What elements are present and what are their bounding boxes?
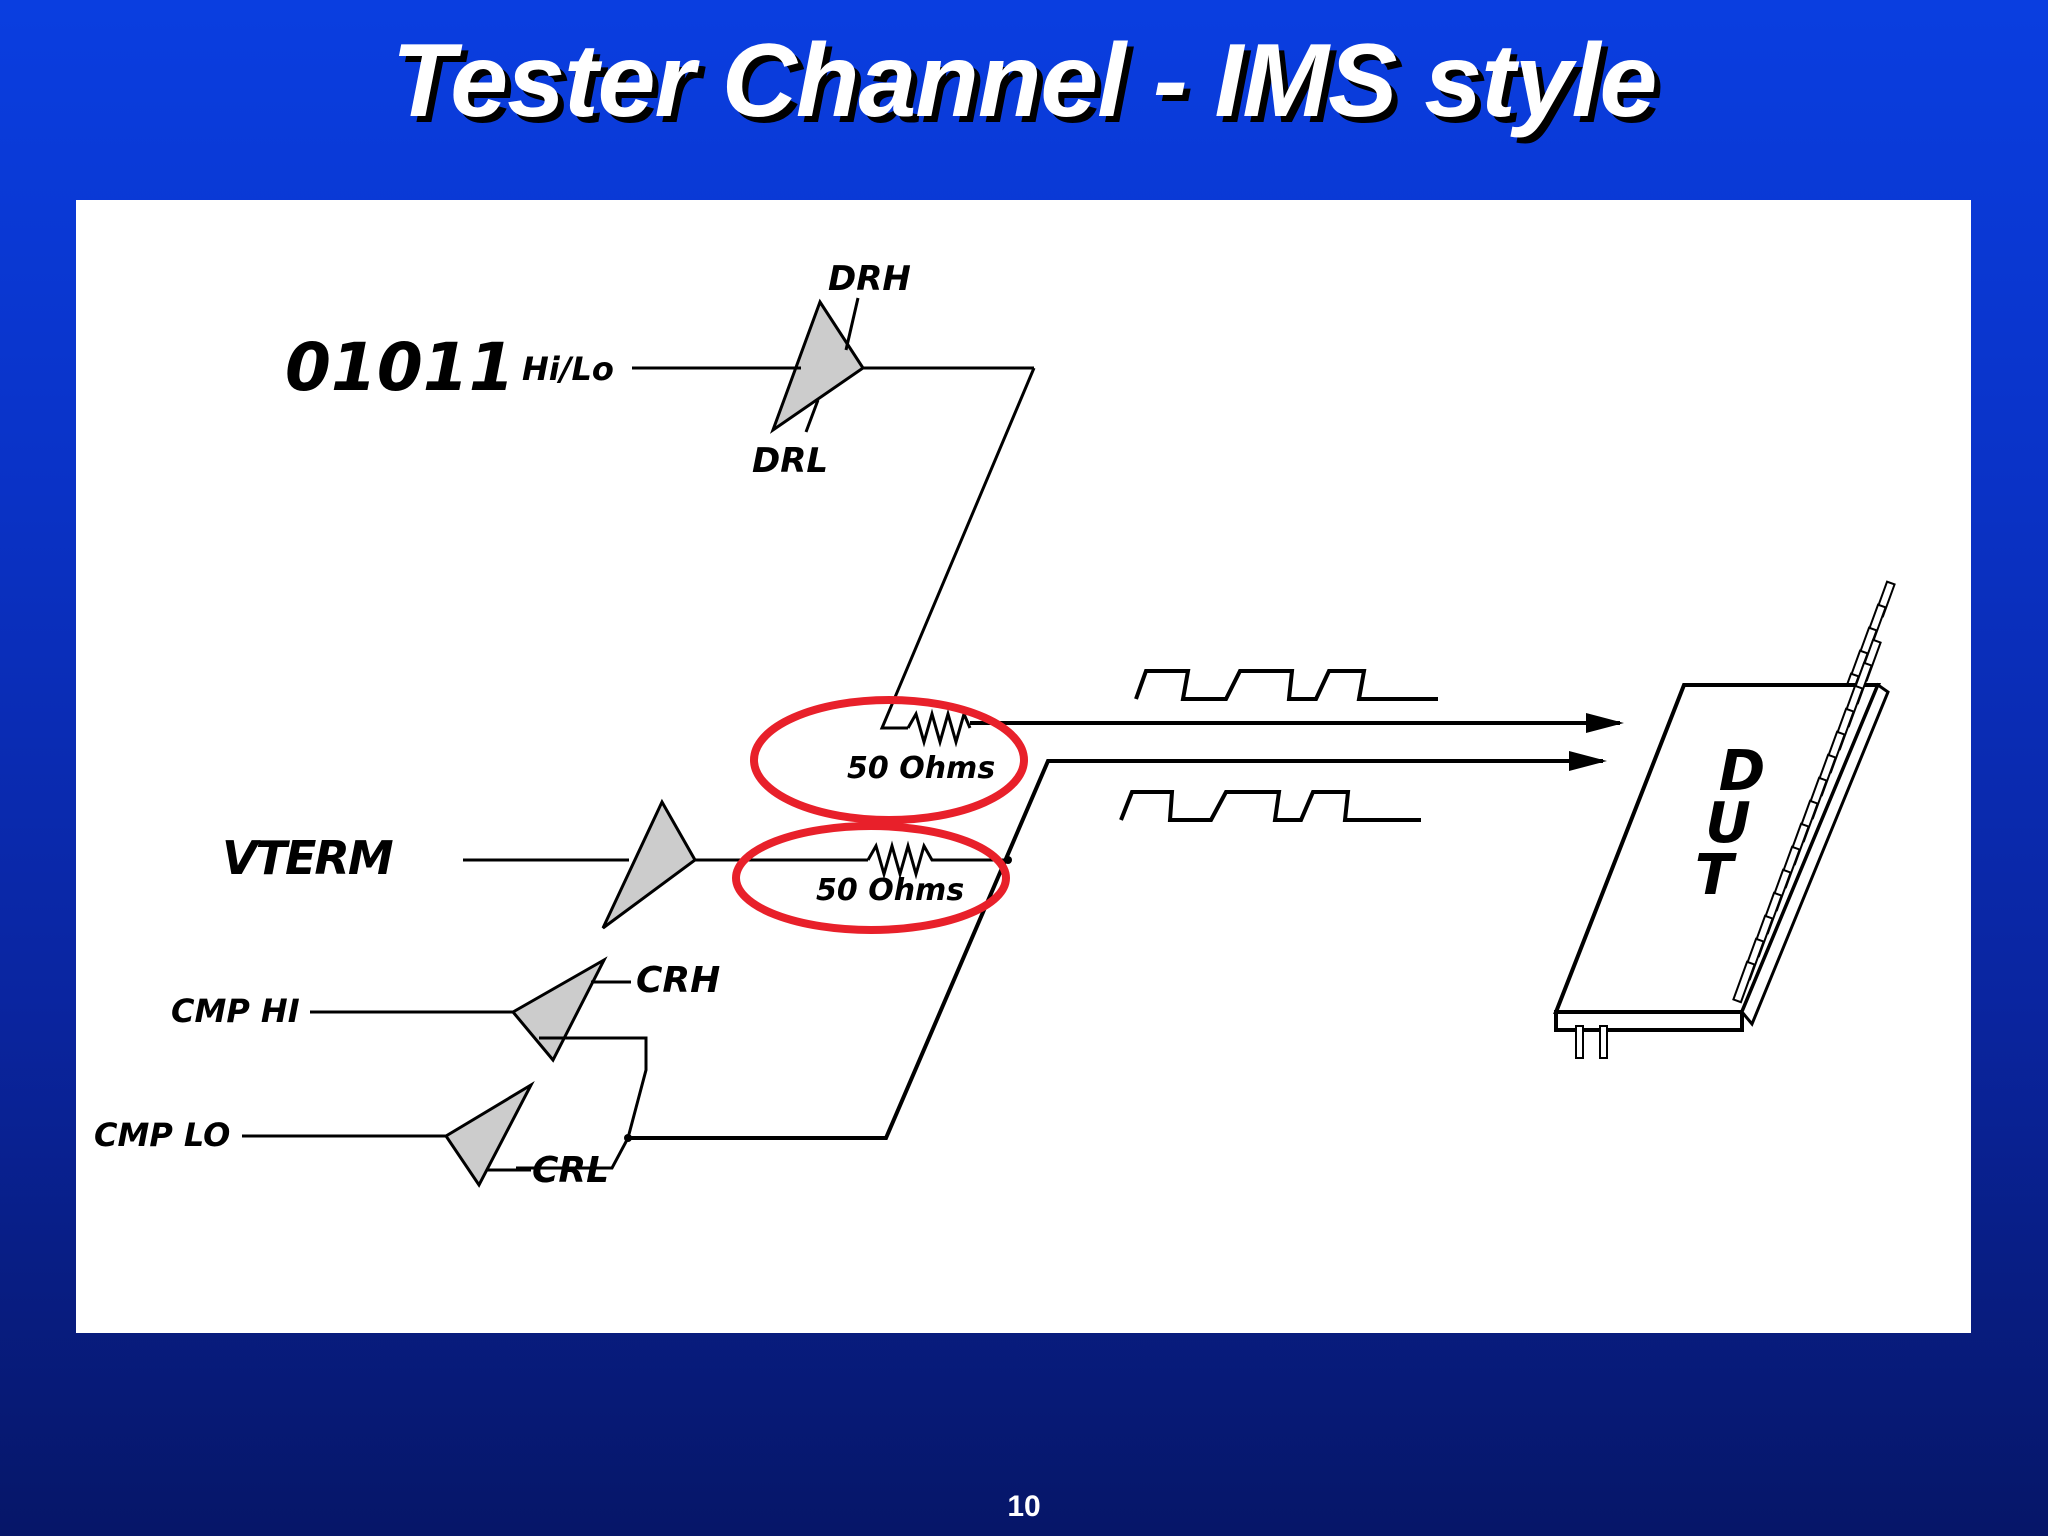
driver-path-wire bbox=[879, 367, 1036, 730]
slide-title: Tester Channel - IMS style bbox=[391, 23, 1658, 139]
comparator-low-triangle bbox=[443, 1080, 535, 1188]
dut-label-letter: U bbox=[1705, 791, 1750, 856]
vterm-junction bbox=[1004, 856, 1012, 864]
resistor-driver-label: 50 Ohms bbox=[847, 751, 995, 786]
return-path-arrow bbox=[1569, 751, 1607, 771]
highlight-ellipse-vterm bbox=[732, 822, 1010, 934]
driver-to-dut-arrow bbox=[1586, 713, 1624, 733]
diagram-panel: DRH DRL 01011 Hi/Lo 50 Ohms VTERM 50 Ohm… bbox=[76, 200, 1971, 1333]
comparator-return-wire bbox=[628, 759, 1603, 1140]
comparator-junction bbox=[624, 1134, 632, 1142]
pattern-label: 01011 bbox=[285, 329, 515, 406]
dut-pins-front bbox=[1575, 638, 1882, 1059]
drh-label: DRH bbox=[828, 259, 911, 299]
drl-ref-line bbox=[804, 399, 820, 433]
page-number: 10 bbox=[1007, 1490, 1041, 1523]
crl-label: CRL bbox=[532, 1150, 609, 1191]
output-waveform bbox=[1134, 669, 1438, 701]
comparator-high-triangle bbox=[510, 956, 608, 1063]
dut-label-letter: T bbox=[1695, 843, 1737, 908]
tester-channel-diagram: DRH DRL 01011 Hi/Lo 50 Ohms VTERM 50 Ohm… bbox=[94, 259, 1896, 1191]
resistor-vterm-label: 50 Ohms bbox=[816, 873, 964, 908]
vterm-label: VTERM bbox=[222, 831, 393, 885]
driver-resistor bbox=[906, 708, 972, 748]
cmp-hi-label: CMP HI bbox=[171, 992, 300, 1030]
driver-triangle bbox=[769, 298, 866, 434]
dut-side-face bbox=[1740, 682, 1890, 1027]
cmp-lo-label: CMP LO bbox=[94, 1116, 230, 1154]
input-waveform bbox=[1119, 790, 1421, 822]
driver-input-label: Hi/Lo bbox=[522, 350, 614, 388]
comparator-sense-wire bbox=[516, 1036, 648, 1170]
drl-label: DRL bbox=[752, 441, 828, 481]
vterm-resistor bbox=[866, 840, 1008, 880]
dut-label-letter: D bbox=[1719, 739, 1765, 804]
highlight-ellipse-driver bbox=[750, 696, 1028, 824]
driver-amplifier bbox=[632, 297, 1034, 434]
crh-label: CRH bbox=[636, 960, 720, 1001]
drh-ref-line bbox=[844, 297, 860, 351]
vterm-amplifier-triangle bbox=[601, 798, 697, 930]
